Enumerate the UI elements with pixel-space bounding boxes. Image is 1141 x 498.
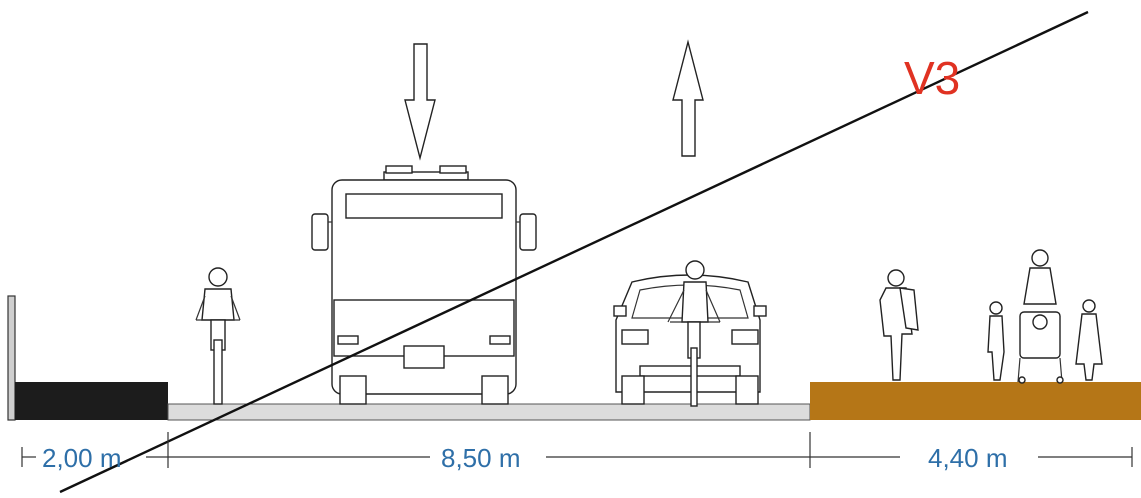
cyclist-icon [195, 267, 241, 405]
bus-icon [311, 165, 537, 405]
pedestrian-icon [879, 269, 919, 381]
family-with-stroller-icon [987, 249, 1103, 384]
arrow-up-icon [672, 39, 704, 157]
footpath-left [15, 382, 168, 420]
arrow-down-icon [404, 43, 436, 161]
dimension-label-roadway: 8,50 m [441, 443, 521, 473]
dimension-label-sidewalk: 4,40 m [928, 443, 1008, 473]
dimension-line [21, 432, 1133, 468]
sidewalk-right [810, 382, 1141, 420]
section-label: V3 [904, 52, 960, 104]
cyclist-icon [667, 260, 721, 407]
edge-post [7, 295, 16, 421]
roadway [167, 403, 811, 421]
section-line [59, 10, 1089, 494]
dimension-label-footpath: 2,00 m [42, 443, 122, 473]
